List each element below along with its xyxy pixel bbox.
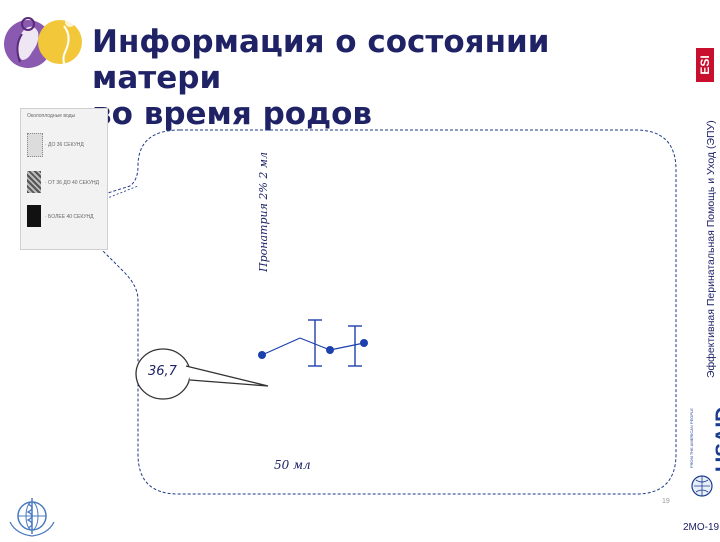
legend-item-3: · БОЛЕЕ 40 СЕКУНД	[45, 214, 94, 220]
dashed-frame	[59, 129, 677, 495]
title-line-1: Информация о состоянии матери	[92, 24, 550, 96]
slide-title: Информация о состоянии матери во время р…	[92, 24, 672, 132]
esi-logo: ESI	[696, 48, 714, 82]
legend-item-1: · ДО 36 СЕКУНД	[45, 142, 84, 148]
contraction-markers	[258, 319, 368, 367]
legend-heading: Околоплодные воды	[27, 113, 76, 119]
temperature-value: 36,7	[148, 364, 177, 379]
legend-swatch-hatched	[27, 171, 41, 193]
marker-line	[329, 342, 365, 351]
page-number: 19	[662, 498, 670, 505]
medication-label: Пронатрия 2% 2 мл	[257, 152, 270, 272]
legend-swatch-dark	[27, 205, 41, 227]
slide-code: 2MO-19	[683, 522, 720, 533]
marker-line	[261, 337, 301, 356]
marker-point	[360, 339, 368, 347]
globe-badge	[690, 474, 714, 498]
title-line-2: во время родов	[92, 96, 373, 132]
amniotic-legend: Околоплодные воды · ДО 36 СЕКУНД · ОТ 36…	[20, 108, 108, 250]
callout-pointer	[185, 365, 269, 387]
mother-child-logo	[2, 6, 84, 78]
marker-point	[258, 351, 266, 359]
volume-label: 50 мл	[274, 458, 311, 472]
marker-point	[326, 346, 334, 354]
legend-swatch-light	[27, 133, 43, 157]
legend-item-2: · ОТ 36 ДО 40 СЕКУНД	[45, 180, 100, 186]
who-emblem	[6, 494, 58, 538]
